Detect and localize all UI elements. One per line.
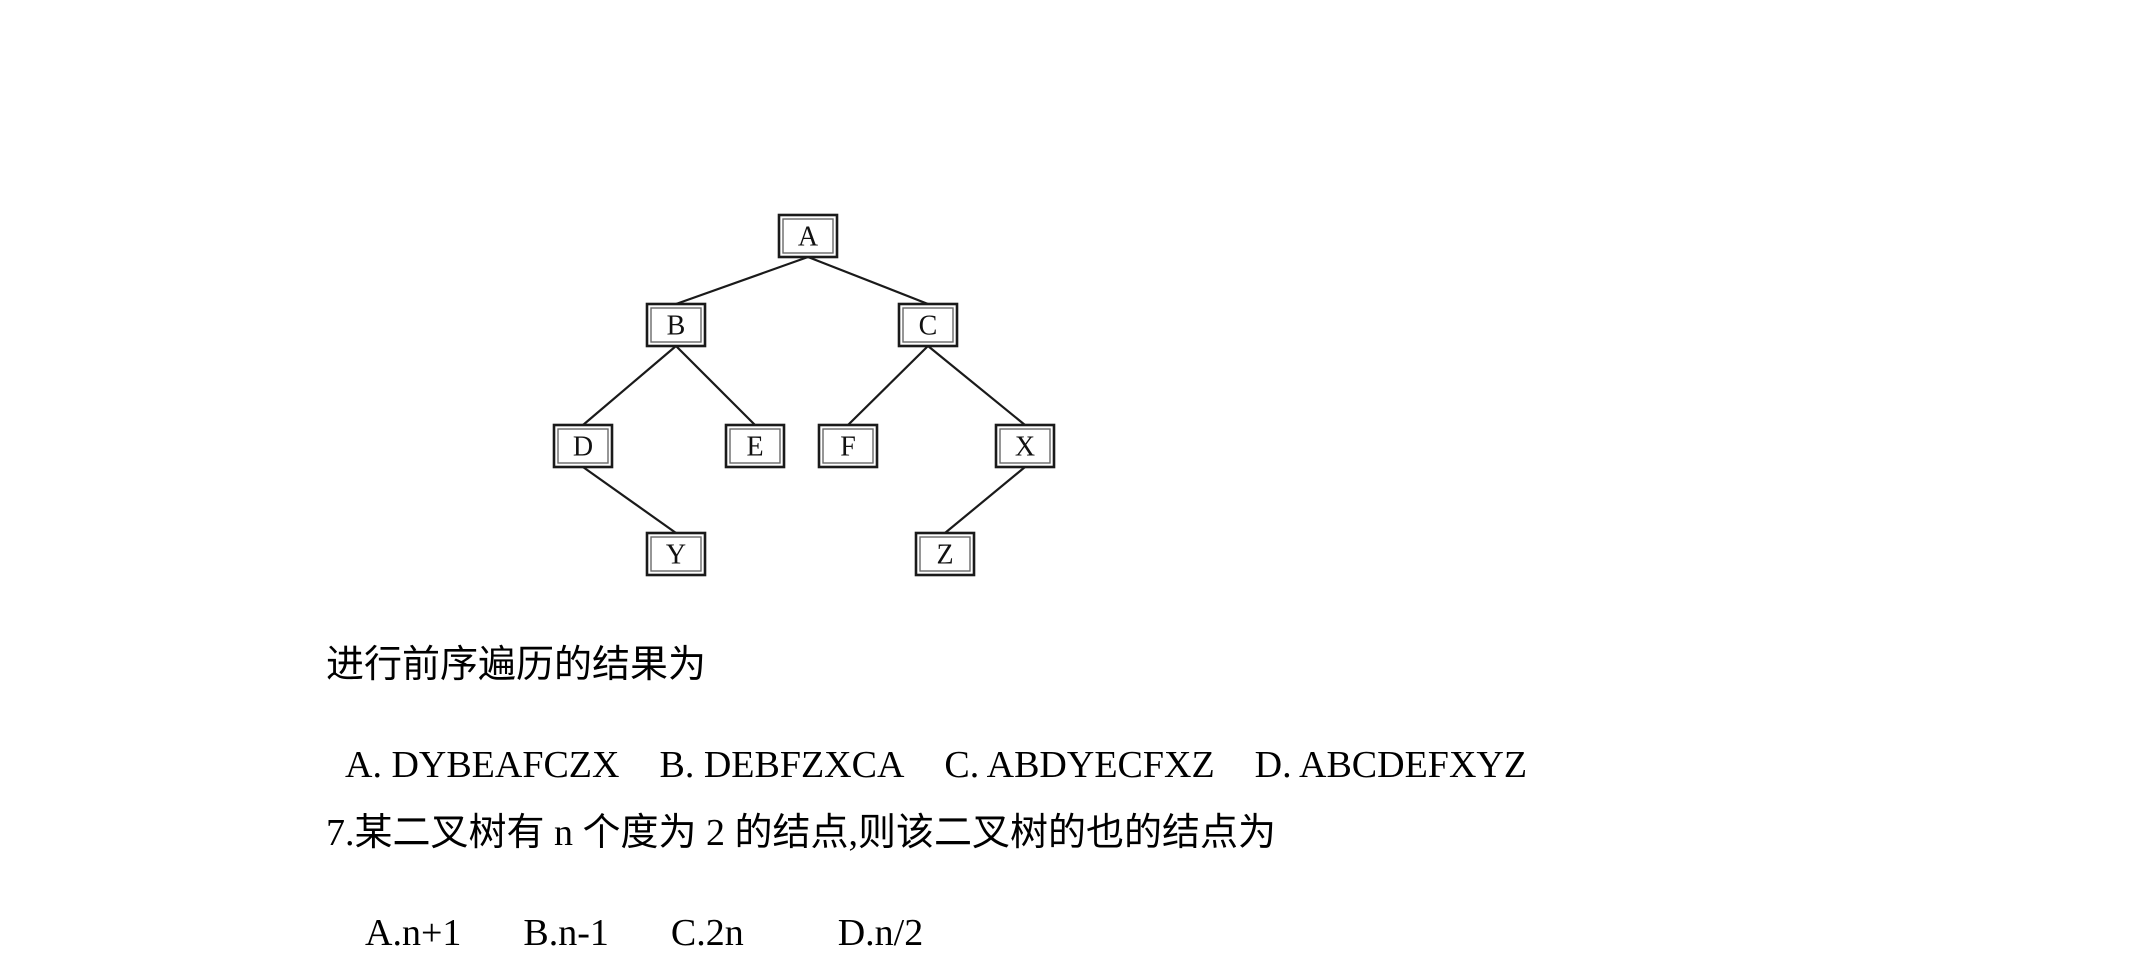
question-7-option-d: D.n/2: [837, 912, 924, 954]
tree-node-e: E: [724, 423, 786, 469]
tree-node-label: C: [919, 311, 938, 342]
question-6-option-a: A. DYBEAFCZX: [345, 744, 620, 786]
question-6-option-b: B. DEBFZXCA: [659, 744, 905, 786]
tree-node-inner-frame: [729, 428, 781, 464]
tree-edge-c-f: [847, 345, 929, 426]
tree-node-label: E: [746, 432, 763, 463]
tree-node-box: [552, 423, 614, 469]
tree-node-y: Y: [645, 531, 707, 577]
tree-edges: [582, 255, 1026, 534]
question-6-option-d: D. ABCDEFXYZ: [1254, 744, 1528, 786]
tree-node-inner-frame: [919, 536, 971, 572]
tree-nodes: A B C D E F X Y Z: [552, 213, 1056, 577]
tree-node-label: Z: [936, 540, 953, 571]
tree-node-box: [897, 302, 959, 348]
tree-node-label: D: [573, 432, 593, 463]
tree-node-f: F: [817, 423, 879, 469]
binary-tree-diagram: A B C D E F X Y Z: [552, 213, 1056, 577]
tree-node-box: [994, 423, 1056, 469]
question-6-options: A. DYBEAFCZX B. DEBFZXCA C. ABDYECFXZ D. AB…: [326, 699, 1567, 787]
tree-node-box: [645, 531, 707, 577]
tree-edge-b-e: [675, 345, 756, 426]
tree-node-inner-frame: [999, 428, 1051, 464]
tree-node-box: [724, 423, 786, 469]
tree-node-label: A: [798, 222, 819, 253]
question-7-option-a: A.n+1: [365, 912, 462, 954]
question-7-option-c: C.2n: [670, 912, 744, 954]
tree-node-x: X: [994, 423, 1056, 469]
tree-node-inner-frame: [782, 218, 834, 254]
tree-node-c: C: [897, 302, 959, 348]
question-6-stem: 进行前序遍历的结果为: [326, 644, 707, 686]
tree-node-box: [817, 423, 879, 469]
question-7-stem: 7.某二叉树有 n 个度为 2 的结点,则该二叉树的也的结点为: [326, 812, 1277, 854]
tree-node-box: [777, 213, 839, 259]
tree-edge-c-x: [927, 345, 1026, 426]
tree-node-inner-frame: [650, 307, 702, 343]
question-6-option-c: C. ABDYECFXZ: [944, 744, 1215, 786]
tree-node-label: Y: [666, 540, 686, 571]
tree-edge-x-z: [944, 466, 1026, 534]
tree-edge-b-d: [582, 345, 677, 426]
tree-node-z: Z: [914, 531, 976, 577]
tree-node-box: [914, 531, 976, 577]
tree-node-label: F: [840, 432, 856, 463]
tree-node-inner-frame: [822, 428, 874, 464]
tree-node-label: X: [1015, 432, 1035, 463]
tree-edge-a-b: [675, 255, 809, 306]
tree-edge-a-c: [807, 255, 929, 306]
tree-node-inner-frame: [650, 536, 702, 572]
tree-node-inner-frame: [557, 428, 609, 464]
question-7-options: A.n+1 B.n-1 C.2n D.n/2: [346, 867, 985, 955]
tree-node-a: A: [777, 213, 839, 259]
tree-node-box: [645, 302, 707, 348]
tree-edge-d-y: [582, 466, 677, 534]
question-7-option-b: B.n-1: [523, 912, 609, 954]
tree-node-label: B: [667, 311, 686, 342]
tree-node-d: D: [552, 423, 614, 469]
tree-node-b: B: [645, 302, 707, 348]
tree-node-inner-frame: [902, 307, 954, 343]
